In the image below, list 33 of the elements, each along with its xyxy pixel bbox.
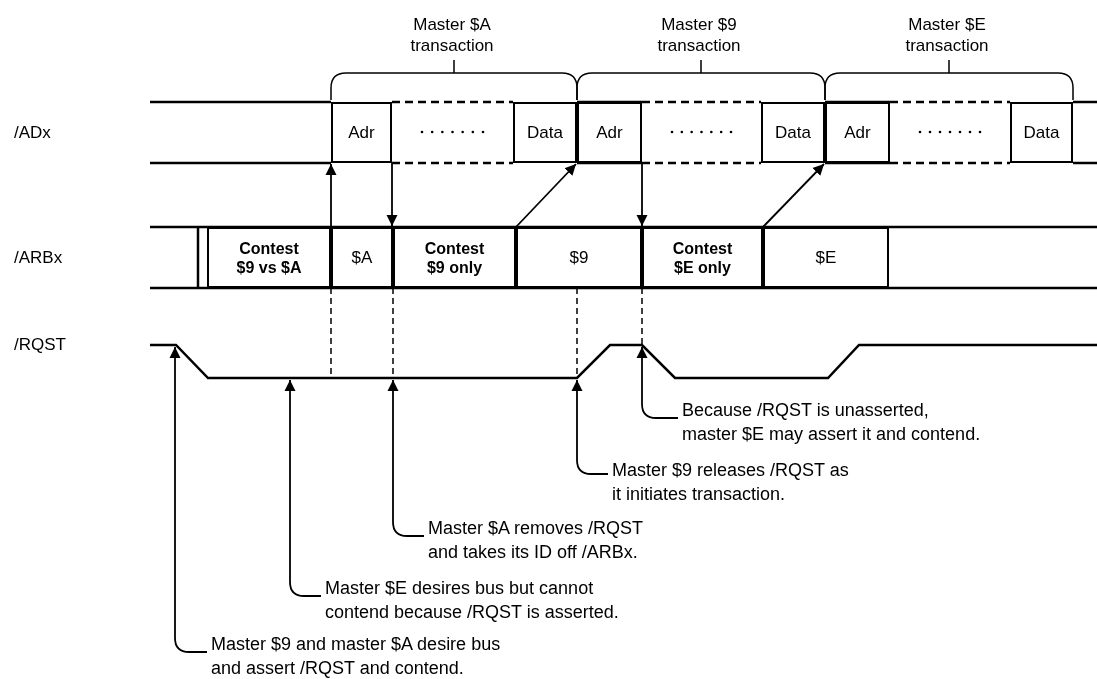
leader-line bbox=[169, 346, 208, 653]
arrow bbox=[325, 163, 337, 228]
address-phase-box: Adr bbox=[331, 102, 392, 163]
arbitration-box: $E bbox=[763, 227, 889, 288]
arbitration-box: Contest $9 only bbox=[393, 227, 516, 288]
annotation-text: Because /RQST is unasserted, master $E may assert it and contend. bbox=[682, 398, 981, 446]
arbitration-box: Contest $9 vs $A bbox=[207, 227, 331, 288]
annotation-text: Master $9 and master $A desire bus and assert /RQST and contend. bbox=[211, 632, 501, 679]
bracket-label: Master $9 transaction bbox=[657, 14, 741, 56]
leader-line bbox=[387, 379, 425, 537]
annotation-text: Master $9 releases /RQST as it initiates transaction. bbox=[612, 458, 849, 506]
annotation-text: Master $A removes /RQST and takes its ID off /ARBx. bbox=[428, 516, 644, 564]
arrow bbox=[386, 162, 398, 227]
signal-label: /ADx bbox=[14, 122, 51, 143]
arbitration-box: Contest $E only bbox=[642, 227, 763, 288]
leader-line bbox=[571, 379, 609, 475]
annotation-text: Master $E desires bus but cannot contend because /RQST is asserted. bbox=[325, 576, 619, 624]
address-phase-box: Adr bbox=[825, 102, 890, 163]
data-phase-box: Data bbox=[761, 102, 825, 163]
bracket-label: Master $E transaction bbox=[905, 14, 989, 56]
data-phase-box: Data bbox=[513, 102, 577, 163]
leader-line bbox=[636, 346, 679, 419]
data-phase-box: Data bbox=[1010, 102, 1073, 163]
arbitration-box: $A bbox=[331, 227, 393, 288]
address-phase-box: Adr bbox=[577, 102, 642, 163]
bracket-label: Master $A transaction bbox=[410, 14, 494, 56]
arbitration-box: $9 bbox=[516, 227, 642, 288]
arrow bbox=[636, 162, 648, 227]
arrow bbox=[762, 163, 825, 228]
signal-label: /RQST bbox=[14, 334, 66, 355]
leader-line bbox=[284, 379, 322, 597]
arrow bbox=[515, 163, 577, 228]
signal-label: /ARBx bbox=[14, 247, 63, 268]
